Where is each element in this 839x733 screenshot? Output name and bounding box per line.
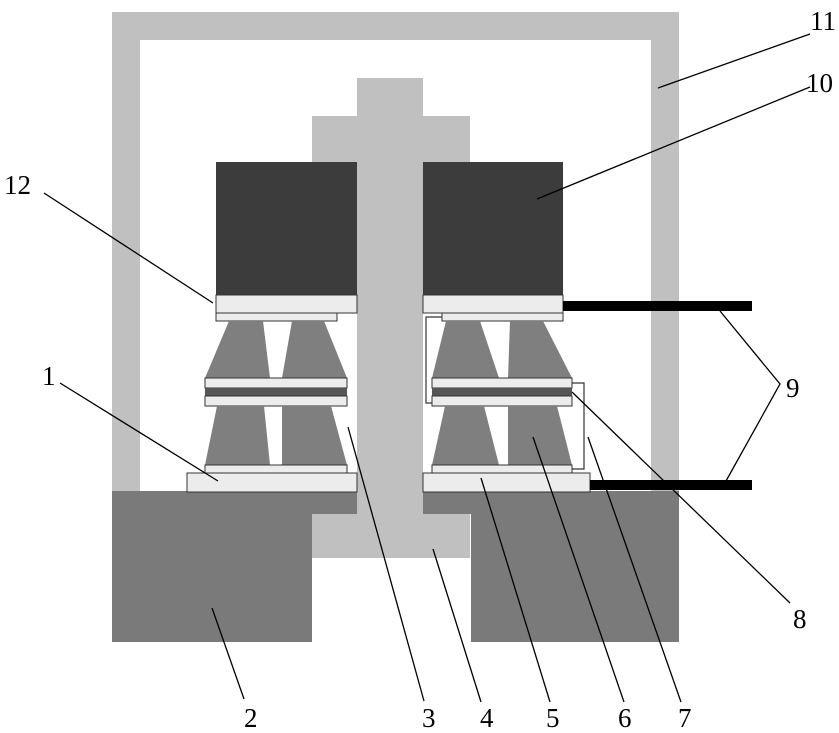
bottom-plate-left [187, 473, 357, 492]
upper-electrode-right [442, 313, 563, 321]
middle-plate-right-b [432, 388, 572, 396]
middle-plate-left-a [205, 378, 347, 388]
part-label-10: 10 [806, 68, 833, 98]
part-label-1: 1 [42, 361, 56, 391]
middle-plate-right-a [432, 378, 572, 388]
part-label-7: 7 [678, 703, 692, 733]
top-plate-right [423, 295, 563, 313]
part-label-9: 9 [786, 373, 800, 403]
cone-element [205, 406, 270, 465]
cone-element [282, 321, 347, 378]
top-plate-left [216, 295, 357, 313]
middle-plate-right-c [432, 396, 572, 406]
part-label-12: 12 [4, 170, 31, 200]
part-label-5: 5 [546, 703, 560, 733]
cone-element [432, 321, 499, 378]
part-label-4: 4 [480, 703, 494, 733]
leader-line-11 [658, 34, 810, 88]
part-label-8: 8 [793, 604, 807, 634]
wire-lower [572, 383, 584, 469]
cone-element [282, 406, 347, 465]
leader-line-9 [720, 311, 780, 481]
top-mass-right [423, 162, 563, 295]
top-mass-left [216, 162, 357, 295]
cone-element [205, 321, 270, 378]
part-label-3: 3 [422, 703, 436, 733]
part-label-11: 11 [810, 6, 836, 36]
middle-plate-left-c [205, 396, 347, 406]
upper-electrode-left [216, 313, 337, 321]
bottom-plate-right [423, 473, 590, 492]
cone-element [432, 406, 499, 465]
output-lead-top [563, 301, 752, 311]
part-label-6: 6 [618, 703, 632, 733]
lower-electrode-right [432, 465, 572, 473]
middle-plate-left-b [205, 388, 347, 396]
part-label-2: 2 [244, 703, 258, 733]
lower-electrode-left [205, 465, 347, 473]
cone-element [508, 321, 572, 378]
